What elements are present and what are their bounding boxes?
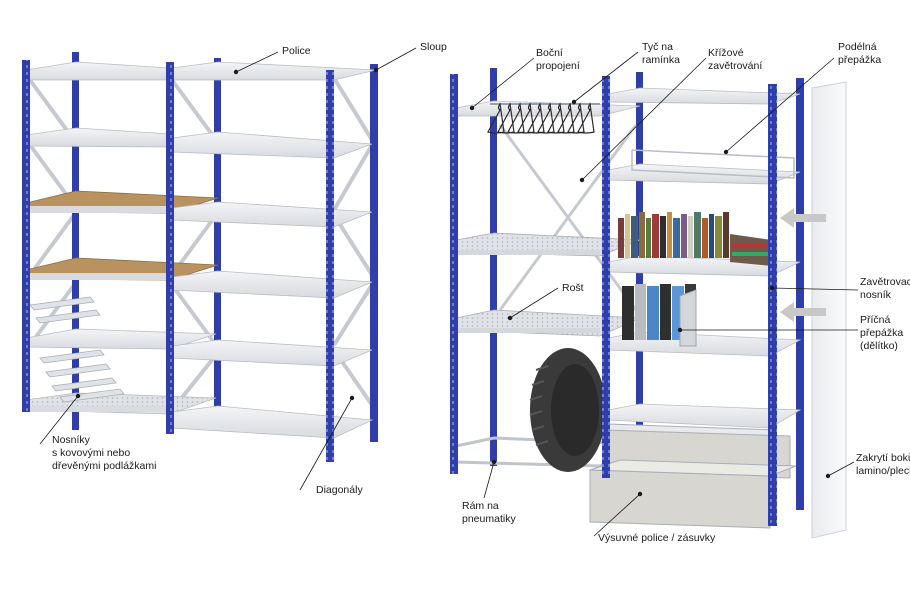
drawers bbox=[589, 423, 797, 529]
upright-back-2 bbox=[214, 58, 221, 428]
label-zavetrovaci-nosnik: Zavětrovací nosník bbox=[860, 276, 910, 301]
hanger-rail bbox=[455, 100, 641, 134]
label-police: Police bbox=[282, 45, 311, 57]
books bbox=[618, 212, 772, 266]
label-nosniky: Nosníky s kovovými nebo dřevěnými podláž… bbox=[52, 434, 157, 472]
upright-back-3 bbox=[370, 64, 378, 442]
side-cover-panel bbox=[811, 81, 847, 539]
label-tyc-na-raminka: Tyč na ramínka bbox=[642, 41, 680, 66]
label-krizove-zavetrovani: Křížové zavětrování bbox=[708, 47, 763, 72]
upright-back-1 bbox=[72, 52, 79, 430]
right-bay-shelves bbox=[171, 61, 377, 439]
label-ram-na-pneumatiky: Rám na pneumatiky bbox=[462, 500, 516, 525]
left-shelving-unit bbox=[22, 52, 378, 462]
label-zakryti-boku: Zakrytí boků lamino/plech bbox=[856, 452, 910, 477]
label-podelna-prepazka: Podélná přepážka bbox=[838, 41, 882, 66]
label-pricna-prepazka: Příčná přepážka (dělítko) bbox=[860, 314, 904, 352]
label-vysuvne-police: Výsuvné police / zásuvky bbox=[598, 532, 716, 544]
longitudinal-divider bbox=[631, 149, 795, 179]
left-bracing bbox=[28, 76, 374, 412]
label-bocni-propojeni: Boční propojení bbox=[536, 47, 580, 72]
binders bbox=[622, 284, 697, 347]
label-diagonaly: Diagonály bbox=[316, 484, 363, 496]
tire bbox=[529, 348, 606, 472]
label-sloup: Sloup bbox=[420, 41, 447, 53]
label-rost: Rošt bbox=[562, 282, 584, 294]
callout-lines bbox=[39, 47, 859, 537]
side-arrows bbox=[780, 208, 826, 322]
cross-bracing bbox=[498, 124, 638, 311]
right-shelving-unit bbox=[450, 68, 847, 539]
